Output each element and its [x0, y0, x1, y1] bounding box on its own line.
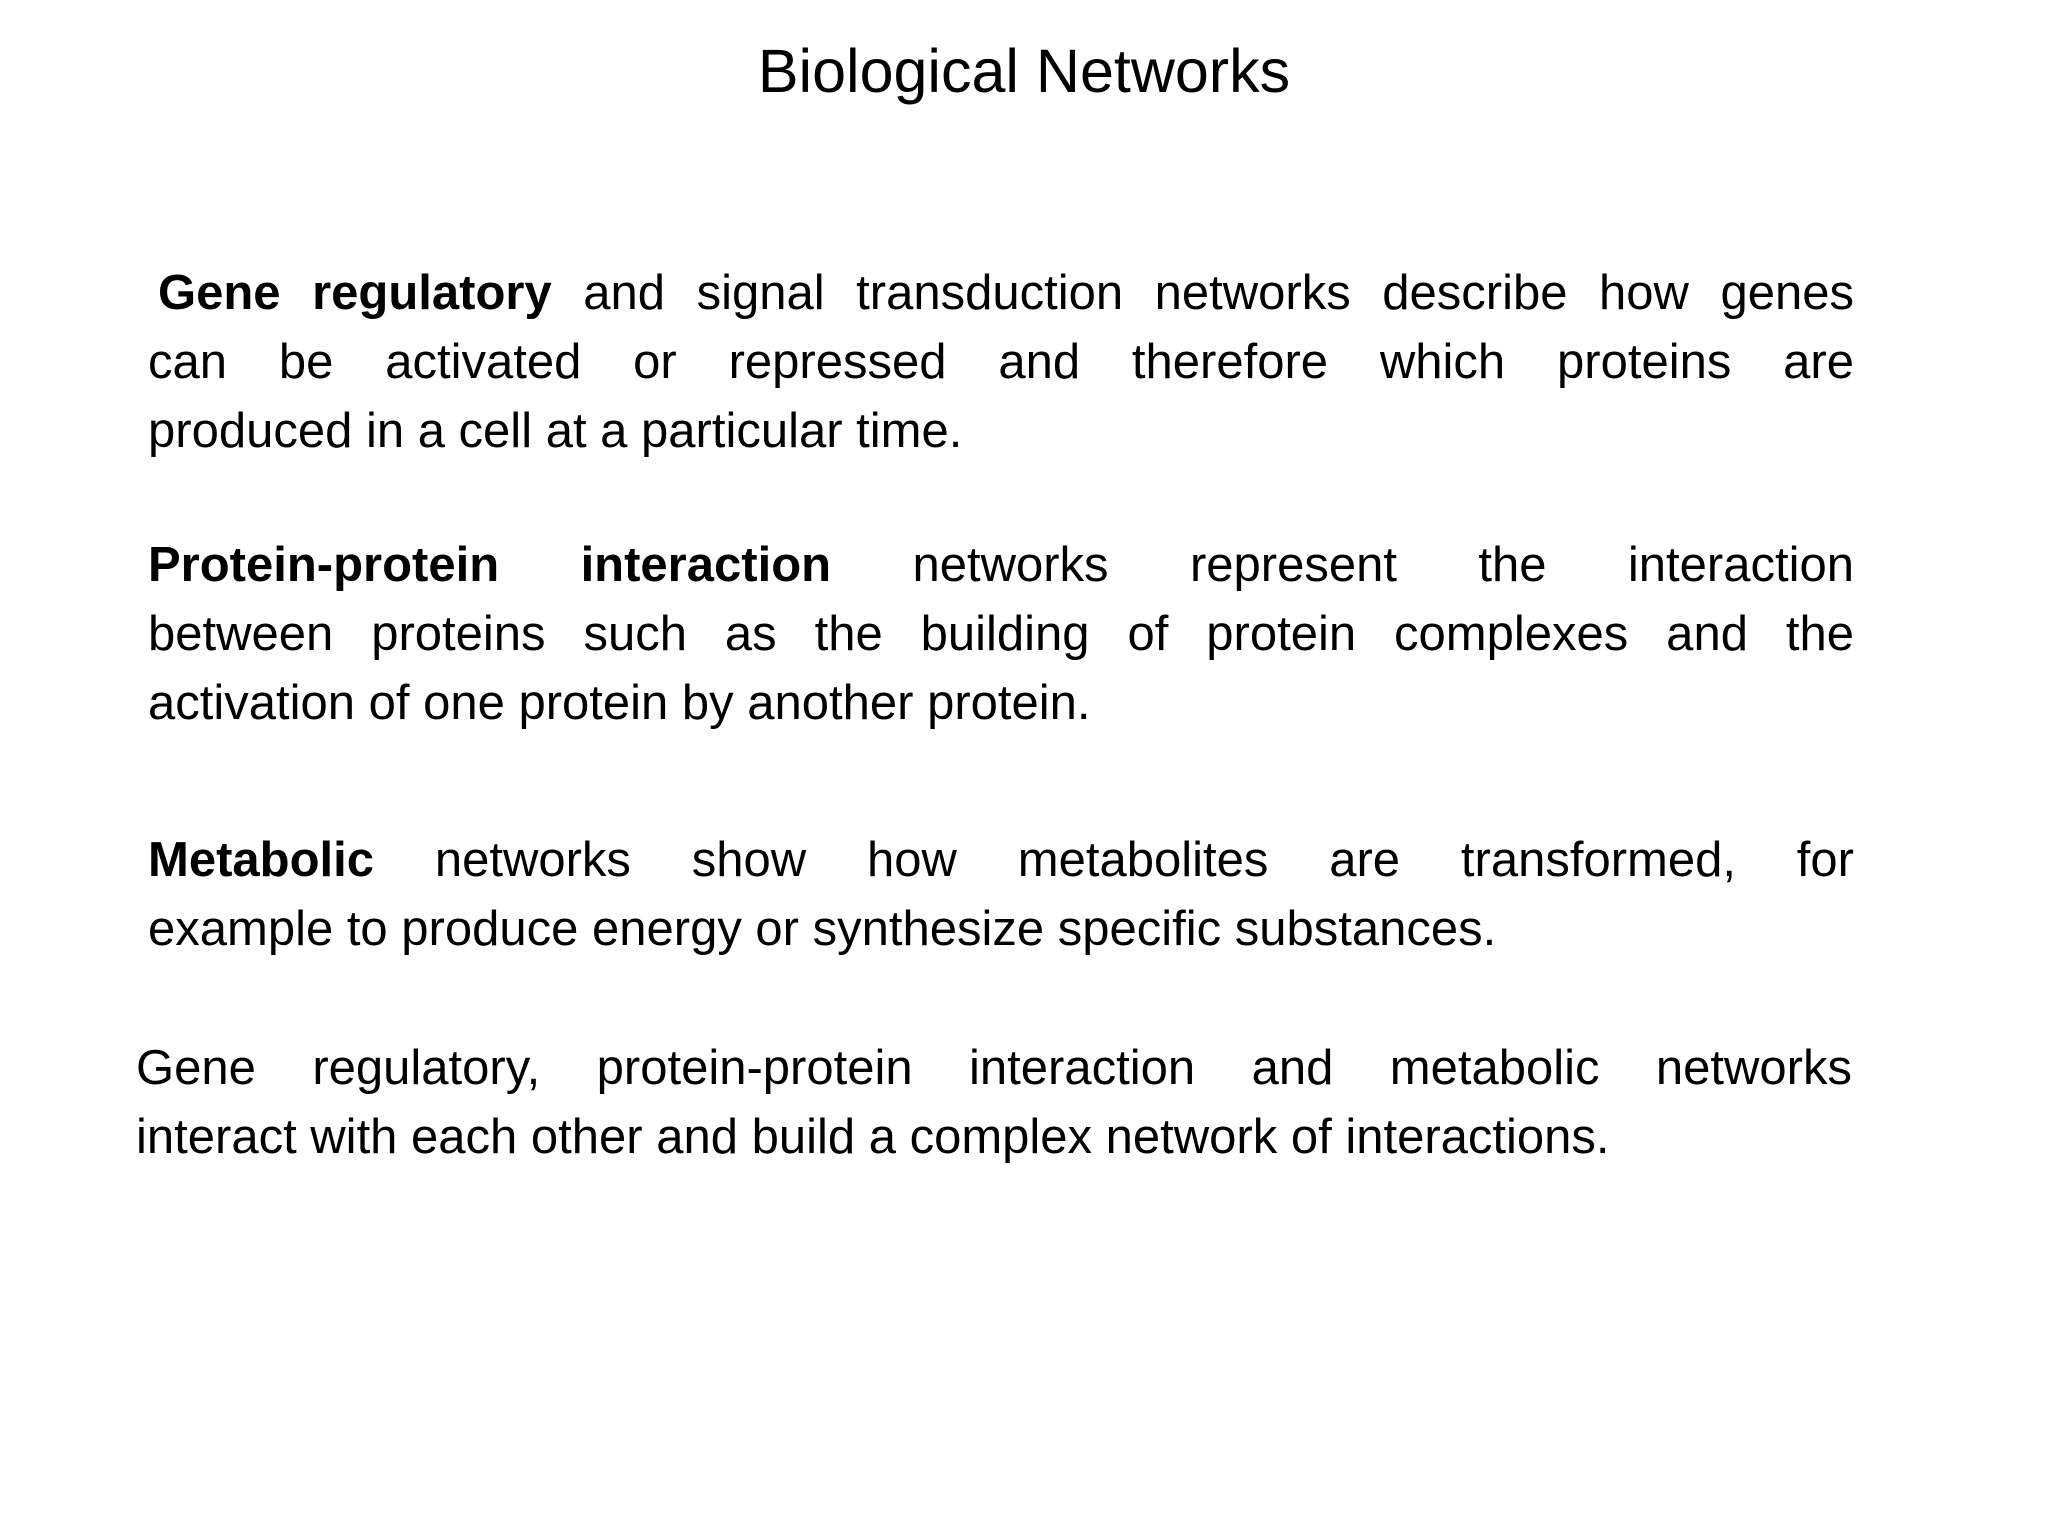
text-line: Metabolic networks show how metabolites …: [148, 826, 1854, 895]
text-line: can be activated or repressed and theref…: [148, 335, 1854, 389]
paragraph-summary: Gene regulatory, protein-protein interac…: [136, 1034, 1852, 1172]
line-text: and signal transduction networks describ…: [551, 266, 1854, 320]
paragraph-protein-protein-interaction: Protein-protein interaction networks rep…: [148, 531, 1854, 738]
text-line: produced in a cell at a particular time.: [148, 404, 963, 458]
bold-lead-protein-protein: Protein-protein interaction: [148, 538, 832, 592]
paragraph-metabolic: Metabolic networks show how metabolites …: [148, 826, 1854, 964]
line-text: networks show how metabolites are transf…: [373, 833, 1854, 887]
line-text: networks represent the interaction: [831, 538, 1854, 592]
text-line: Gene regulatory, protein-protein interac…: [136, 1041, 1852, 1095]
text-line: activation of one protein by another pro…: [148, 676, 1091, 730]
slide-title: Biological Networks: [757, 37, 1291, 105]
text-line: Protein-protein interaction networks rep…: [148, 531, 1854, 600]
bold-lead-gene-regulatory: Gene regulatory: [158, 266, 552, 320]
paragraph-gene-regulatory: Gene regulatory and signal transduction …: [148, 259, 1854, 466]
text-line: example to produce energy or synthesize …: [148, 902, 1497, 956]
text-line: interact with each other and build a com…: [136, 1110, 1610, 1164]
bold-lead-metabolic: Metabolic: [148, 833, 374, 887]
text-line: Gene regulatory and signal transduction …: [148, 259, 1854, 328]
text-line: between proteins such as the building of…: [148, 607, 1854, 661]
